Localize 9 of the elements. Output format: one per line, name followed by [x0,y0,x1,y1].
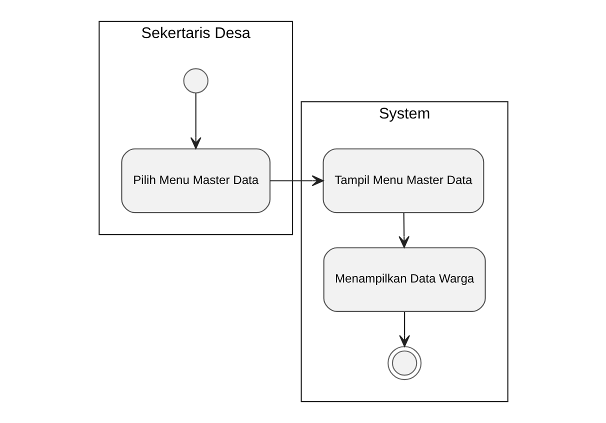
arrow [398,312,410,347]
node-circle [387,346,422,380]
node-box: Tampil Menu Master Data [322,148,484,214]
arrow [270,175,324,186]
node-box: Menampilkan Data Warga [322,247,486,312]
node-box: Pilih Menu Master Data [120,148,270,214]
arrow [398,212,410,248]
arrow [190,93,201,150]
node-circle [182,68,208,94]
